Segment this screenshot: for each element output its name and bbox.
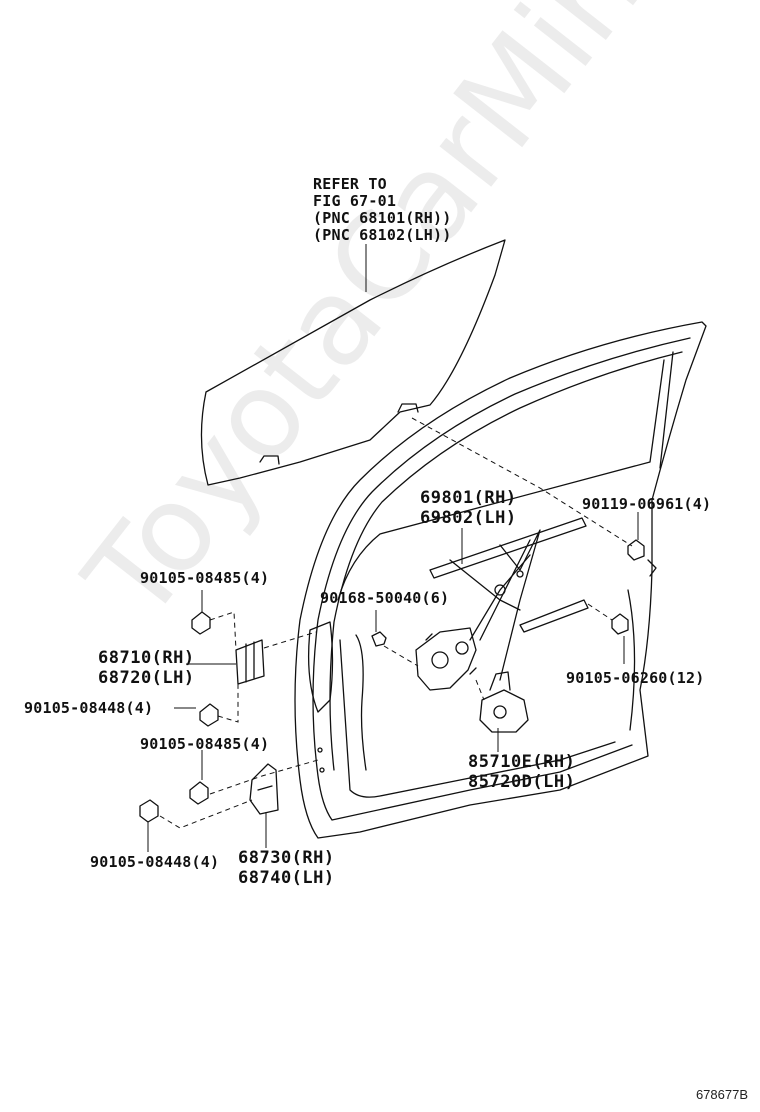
- window-regulator: [429, 517, 589, 681]
- label-90105-08448-upper[interactable]: 90105-08448(4): [24, 699, 154, 717]
- label-69802[interactable]: 69802(LH): [420, 508, 517, 528]
- door-frame: [294, 321, 707, 839]
- door-glass: [200, 239, 506, 486]
- label-85720d[interactable]: 85720D(LH): [468, 772, 576, 792]
- label-90119-06961[interactable]: 90119-06961(4): [582, 495, 712, 513]
- upper-hinge: [235, 639, 265, 685]
- bolts: [139, 539, 645, 823]
- label-90105-08485-upper[interactable]: 90105-08485(4): [140, 569, 270, 587]
- power-window-motor: [479, 671, 529, 733]
- label-85710e[interactable]: 85710E(RH): [468, 752, 576, 772]
- lower-hinge: [249, 763, 279, 815]
- regulator-drum: [415, 627, 477, 691]
- reference-line-4: (PNC 68102(LH)): [313, 226, 452, 244]
- label-90105-06260[interactable]: 90105-06260(12): [566, 669, 705, 687]
- label-90105-08448-lower[interactable]: 90105-08448(4): [90, 853, 220, 871]
- label-68730[interactable]: 68730(RH): [238, 848, 335, 868]
- figure-code: 678677B: [695, 1087, 748, 1102]
- label-68710[interactable]: 68710(RH): [98, 648, 195, 668]
- leader-lines: [147, 244, 639, 852]
- label-68720[interactable]: 68720(LH): [98, 668, 195, 688]
- label-68740[interactable]: 68740(LH): [238, 868, 335, 888]
- label-90105-08485-lower[interactable]: 90105-08485(4): [140, 735, 270, 753]
- reference-line-2: FIG 67-01: [313, 192, 397, 210]
- reference-line-3: (PNC 68101(RH)): [313, 209, 452, 227]
- frame-hinge-plate: [307, 621, 334, 773]
- label-90168-50040[interactable]: 90168-50040(6): [320, 589, 450, 607]
- label-69801[interactable]: 69801(RH): [420, 488, 517, 508]
- dashed-lines: [159, 417, 633, 829]
- reference-line-1: REFER TO: [313, 175, 387, 193]
